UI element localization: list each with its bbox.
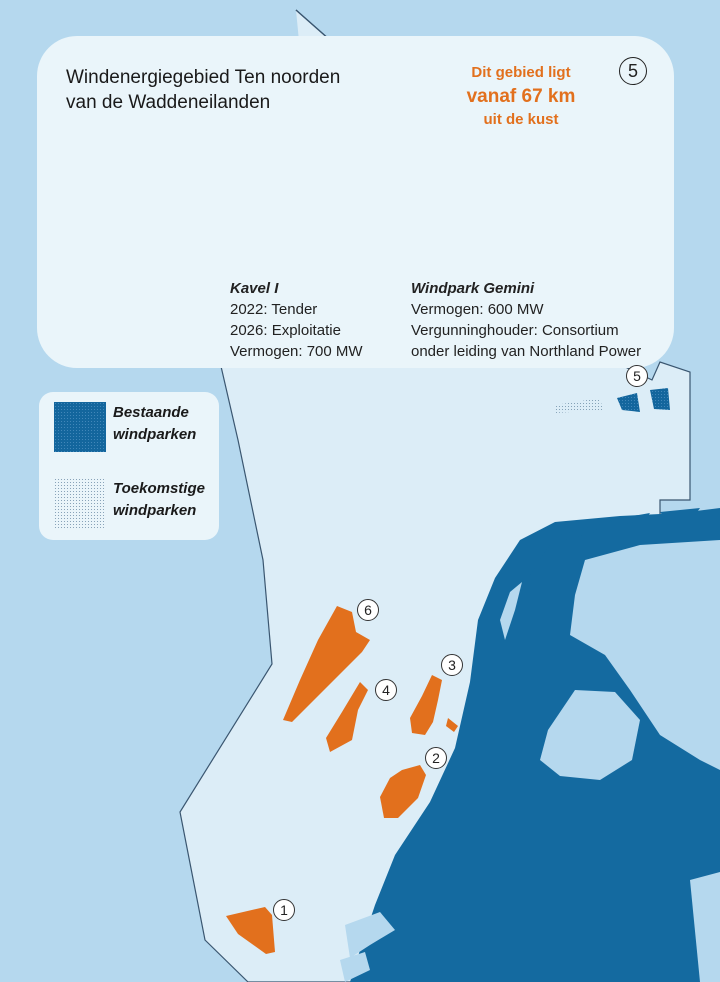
eez-border-upper [295, 9, 331, 41]
island-chain [525, 508, 700, 575]
area-number-badge: 5 [619, 57, 647, 85]
distance-note: Dit gebied ligt vanaf 67 km uit de kust [442, 62, 600, 130]
gemini-line3: onder leiding van Northland Power [411, 343, 642, 360]
area-label-3: 3 [441, 654, 463, 676]
windpark-3b [446, 718, 458, 732]
legend-future-label: Toekomstige windparken [113, 480, 205, 519]
shallows-south [340, 912, 395, 982]
gemini-line2: Vergunninghouder: Consortium [411, 322, 619, 339]
windpark-1 [226, 907, 275, 954]
gemini-name: Windpark Gemini [411, 280, 535, 297]
land-south-right [690, 872, 720, 982]
ijsselmeer [540, 690, 640, 780]
area-label-4: 4 [375, 679, 397, 701]
area-label-1: 1 [273, 899, 295, 921]
distance-line1: Dit gebied ligt [471, 64, 571, 81]
kavel-info: Kavel I 2022: Tender 2026: Exploitatie V… [230, 278, 363, 362]
legend: Bestaande windparken Toekomstige windpar… [39, 392, 219, 540]
gemini-line1: Vermogen: 600 MW [411, 301, 544, 318]
kavel-line2: 2026: Exploitatie [230, 322, 341, 339]
area-info-card: Windenergiegebied Ten noorden van de Wad… [37, 36, 674, 368]
distance-line2: vanaf 67 km [466, 86, 576, 107]
windpark-4 [326, 682, 368, 752]
card-title-line2: van de Waddeneilanden [66, 92, 271, 113]
area-label-6: 6 [357, 599, 379, 621]
map-future-park-5 [555, 398, 603, 413]
kavel-line1: 2022: Tender [230, 301, 318, 318]
legend-existing-swatch [54, 402, 106, 452]
windpark-3 [410, 675, 442, 735]
distance-line3: uit de kust [483, 111, 559, 128]
kavel-line3: Vermogen: 700 MW [230, 343, 363, 360]
legend-future-swatch [54, 478, 106, 528]
area-label-5: 5 [626, 365, 648, 387]
legend-existing-label: Bestaande windparken [113, 404, 197, 443]
island-texel [500, 582, 522, 640]
card-title: Windenergiegebied Ten noorden van de Wad… [66, 65, 396, 115]
area-label-2: 2 [425, 747, 447, 769]
windpark-2 [380, 765, 426, 818]
wadden-shallows [570, 540, 720, 770]
windpark-6 [283, 606, 370, 722]
map-existing-park-b [650, 388, 670, 410]
card-title-line1: Windenergiegebied Ten noorden [66, 67, 341, 88]
map-existing-park-a [617, 393, 640, 412]
gemini-info: Windpark Gemini Vermogen: 600 MW Vergunn… [411, 278, 641, 362]
kavel-name: Kavel I [230, 280, 279, 297]
